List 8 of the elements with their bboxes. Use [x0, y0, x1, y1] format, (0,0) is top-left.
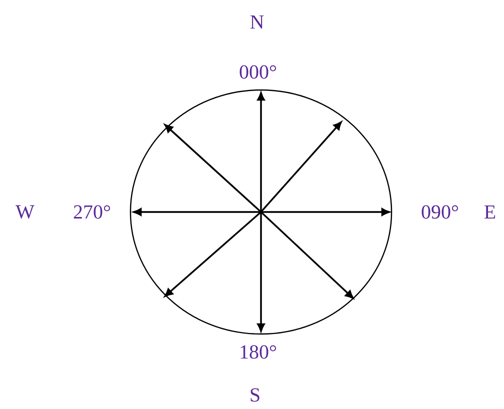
compass-label: E: [484, 205, 496, 219]
compass-label: 270°: [74, 205, 110, 219]
compass-label: N: [250, 15, 264, 29]
compass-label: W: [16, 205, 34, 219]
compass-label: S: [250, 388, 260, 402]
compass-label: 180°: [240, 345, 276, 359]
compass-label: 000°: [240, 65, 276, 79]
compass-label: 090°: [422, 205, 458, 219]
